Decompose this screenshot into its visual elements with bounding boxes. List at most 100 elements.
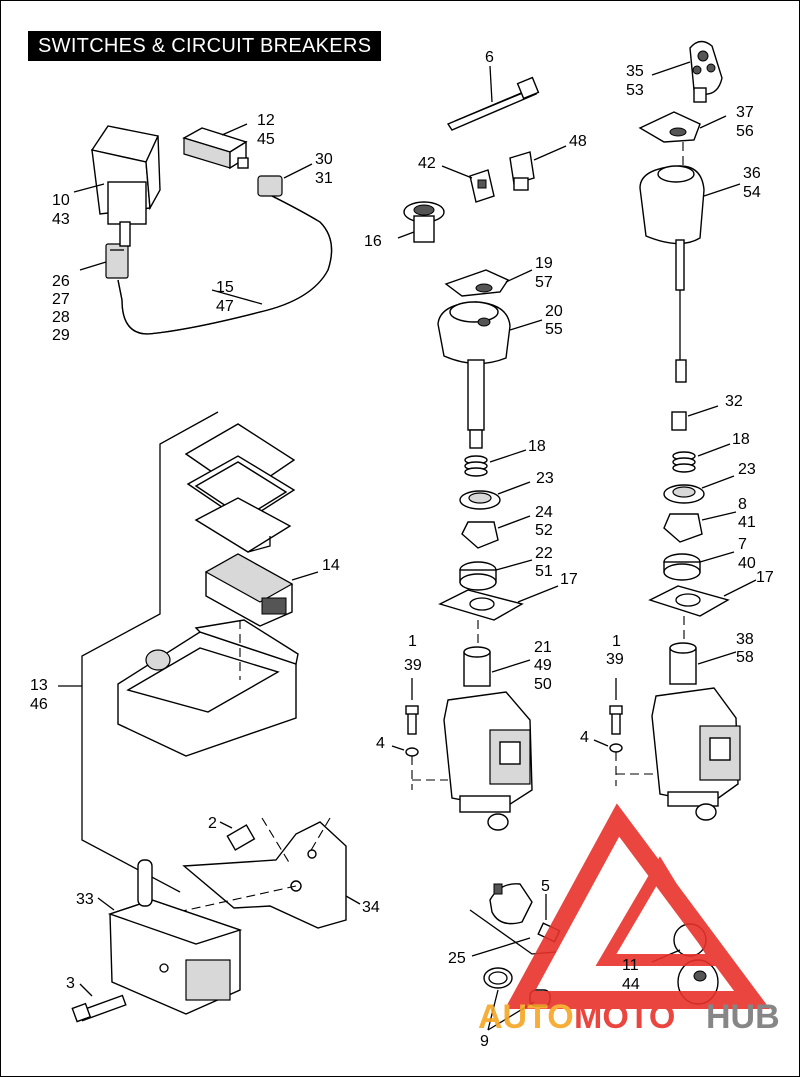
label-17-left: 17 [560, 571, 578, 588]
label-15: 15 [216, 279, 234, 296]
wiring-harness-part [79, 163, 333, 335]
watermark-hub: HUB [706, 998, 780, 1036]
ring-22-left-part [459, 559, 533, 591]
label-7: 7 [738, 536, 747, 553]
cable-tie-part [446, 65, 540, 131]
label-35: 35 [626, 63, 644, 80]
spring-18-left-part [464, 449, 527, 477]
label-27: 27 [52, 291, 70, 308]
label-23-right: 23 [738, 461, 756, 478]
label-4-right: 4 [580, 729, 589, 746]
label-54: 54 [743, 184, 761, 201]
label-18-left: 18 [528, 438, 546, 455]
label-19: 19 [535, 255, 553, 272]
switch-knob-16-part [397, 201, 445, 243]
ring-23-right-part [663, 475, 735, 504]
ignition-plate-19-part [444, 269, 533, 297]
cam-24-left-part [461, 515, 531, 549]
label-38: 38 [736, 631, 754, 648]
label-10: 10 [52, 192, 70, 209]
label-20: 20 [545, 303, 563, 320]
automotohub-watermark: AUTO MOTO HUB [478, 803, 780, 1036]
washer-4-left-part [391, 745, 419, 790]
label-14: 14 [322, 557, 340, 574]
label-32: 32 [725, 393, 743, 410]
ignition-cover-36-part [639, 165, 741, 383]
label-22: 22 [535, 545, 553, 562]
label-55: 55 [545, 321, 563, 338]
label-2: 2 [208, 815, 217, 832]
terminal-clip-42-part [441, 165, 495, 203]
switch-housing-38-part [616, 616, 741, 821]
cam-8-right-part [663, 511, 737, 543]
label-11: 11 [622, 957, 639, 974]
label-29: 29 [52, 327, 70, 344]
label-33: 33 [76, 891, 94, 908]
spring-18-right-part [672, 443, 731, 473]
label-57: 57 [535, 274, 553, 291]
ring-23-left-part [459, 481, 531, 510]
label-24: 24 [535, 504, 553, 521]
label-48: 48 [569, 133, 587, 150]
label-16: 16 [364, 233, 382, 250]
label-6: 6 [485, 49, 494, 66]
watermark-auto: AUTO [478, 998, 574, 1036]
label-52: 52 [535, 522, 553, 539]
label-18-right: 18 [732, 431, 750, 448]
screw-2-part [219, 821, 256, 851]
key-fob-part [651, 40, 723, 103]
label-21: 21 [534, 639, 552, 656]
screw-1-right-part [609, 678, 623, 735]
mounting-bracket-34-part [177, 817, 361, 929]
ignition-plate-37-part [638, 111, 727, 170]
label-45: 45 [257, 131, 275, 148]
label-8: 8 [738, 496, 747, 513]
label-30: 30 [315, 151, 333, 168]
page-title: SWITCHES & CIRCUIT BREAKERS [28, 31, 382, 61]
circuit-breaker-part [182, 123, 249, 170]
label-39-left: 39 [404, 657, 422, 674]
screw-3-part [71, 983, 127, 1023]
part-labels: 6 35 53 12 45 30 31 37 56 42 48 10 43 36… [30, 49, 774, 1050]
label-3: 3 [66, 975, 75, 992]
label-5: 5 [541, 878, 550, 895]
label-39-right: 39 [606, 651, 624, 668]
label-9: 9 [480, 1033, 489, 1050]
label-4-left: 4 [376, 735, 385, 752]
gasket-17-left-part [438, 585, 559, 621]
washer-4-right-part [593, 739, 623, 786]
label-56: 56 [736, 123, 754, 140]
label-26: 26 [52, 273, 70, 290]
label-53: 53 [626, 82, 644, 99]
label-17-right: 17 [756, 569, 774, 586]
relay-part [73, 125, 161, 247]
breaker-box-13-part [58, 411, 319, 893]
label-51: 51 [535, 563, 553, 580]
switch-housing-21-part [412, 620, 533, 831]
label-28: 28 [52, 309, 70, 326]
connector-32-part [671, 405, 719, 431]
label-1-left: 1 [408, 633, 417, 650]
label-1-right: 1 [612, 633, 621, 650]
label-34: 34 [362, 899, 380, 916]
label-50: 50 [534, 676, 552, 693]
label-42: 42 [418, 155, 436, 172]
switch-cover-20-part [437, 301, 543, 449]
label-37: 37 [736, 104, 754, 121]
label-43: 43 [52, 211, 70, 228]
terminal-clip-48-part [509, 145, 567, 191]
label-49: 49 [534, 657, 552, 674]
ring-7-right-part [663, 551, 735, 581]
control-module-33-part [97, 859, 243, 1015]
label-31: 31 [315, 170, 333, 187]
label-13: 13 [30, 677, 48, 694]
gasket-17-right-part [648, 579, 757, 617]
watermark-moto: MOTO [574, 998, 675, 1036]
label-47: 47 [216, 298, 234, 315]
label-46: 46 [30, 696, 48, 713]
label-58: 58 [736, 649, 754, 666]
label-40: 40 [738, 555, 756, 572]
screw-1-left-part [405, 678, 419, 735]
label-23-left: 23 [536, 470, 554, 487]
